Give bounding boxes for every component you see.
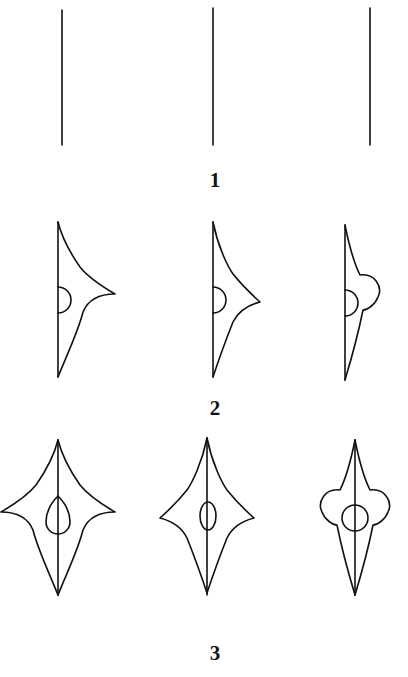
- half-leaf: [58, 222, 115, 377]
- stage-number: 3: [210, 643, 221, 664]
- stage-number: 1: [210, 170, 221, 191]
- axis-line: [61, 10, 63, 145]
- stage-number: 2: [210, 398, 221, 419]
- full-leaf: [160, 438, 254, 595]
- full-leaf: [321, 440, 390, 595]
- half-leaf: [345, 225, 379, 380]
- axis-line: [369, 8, 371, 145]
- axis-line: [212, 8, 214, 145]
- half-leaf: [213, 222, 260, 377]
- full-leaf: [1, 440, 115, 595]
